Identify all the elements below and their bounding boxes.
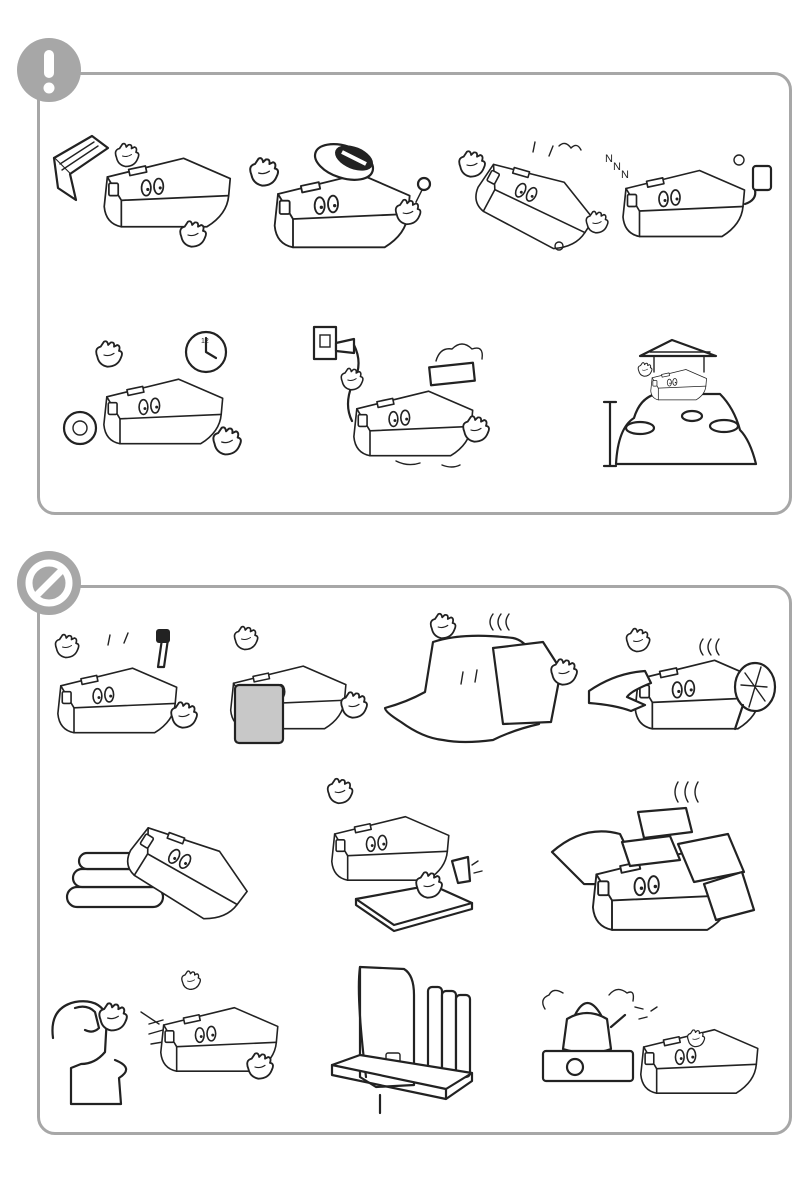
tilted-on-side-illustration xyxy=(65,815,250,925)
svg-text:N: N xyxy=(621,169,629,181)
exclamation-icon xyxy=(17,38,81,102)
read-manual-illustration xyxy=(50,130,235,255)
screwdriver-disassembly-illustration xyxy=(52,625,217,755)
lamp-hours-timer-illustration: 12 xyxy=(60,330,250,465)
eye-glare-illustration xyxy=(45,968,290,1113)
brand-approved-parts-illustration xyxy=(246,138,436,263)
stood-upright-illustration xyxy=(330,965,475,1120)
svg-text:N: N xyxy=(613,161,621,173)
blocked-lens-illustration xyxy=(225,625,375,755)
standby-power-illustration: N N N xyxy=(605,148,780,253)
blocked-vents-illustration xyxy=(585,625,785,750)
unplug-before-cleaning-illustration xyxy=(312,325,502,480)
kettle-steam-illustration xyxy=(535,985,770,1110)
covered-by-cloth-illustration xyxy=(383,612,583,762)
liquid-spill-illustration xyxy=(322,775,487,945)
svg-text:N: N xyxy=(605,153,613,165)
prohibited-icon xyxy=(17,551,81,615)
svg-text:12: 12 xyxy=(201,338,209,345)
blanket-heat-illustration xyxy=(550,780,755,945)
altitude-mountain-illustration xyxy=(600,338,765,473)
drop-damage-warning-illustration xyxy=(455,140,615,265)
